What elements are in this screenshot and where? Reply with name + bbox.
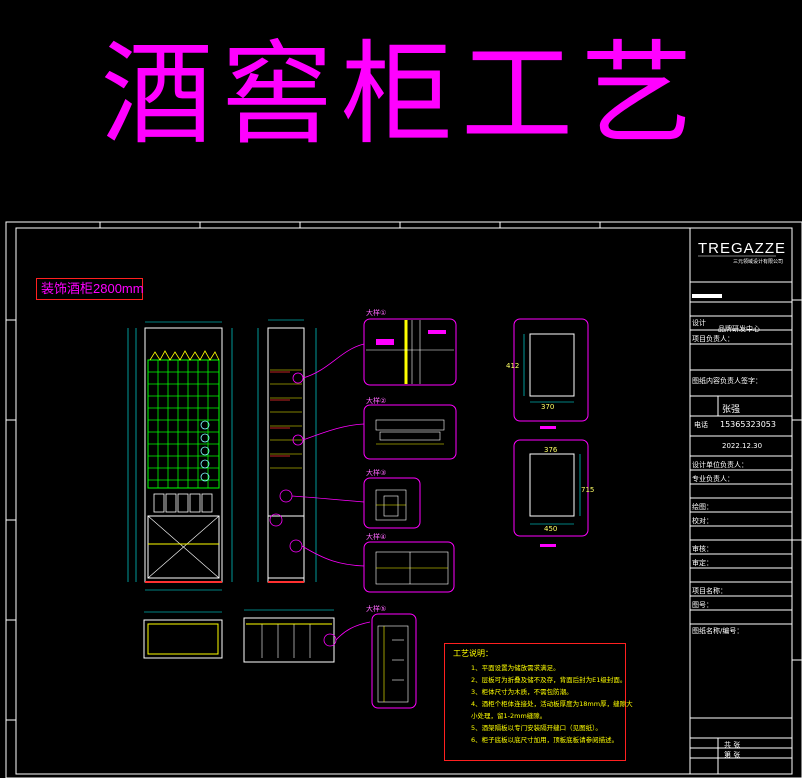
note-line: 1、平面设置为储放需求满足。 <box>471 664 560 672</box>
note-line: 小处理，留1-2mm缝隙。 <box>471 712 547 720</box>
tb-item-a: 项目负责人： <box>692 335 734 343</box>
brand-subtitle: 三元领域设计有限公司 <box>733 259 784 265</box>
tb-row-a: 设计单位负责人： <box>692 461 748 469</box>
side-section <box>257 319 365 583</box>
drawing-label: 装饰酒柜2800mm <box>36 278 144 300</box>
tb-design-center: 品牌研发中心 <box>718 325 760 333</box>
process-notes: 工艺说明： 1、平面设置为储放需求满足。 2、层板可为折叠及储不及存，背面后封为… <box>444 643 633 761</box>
detail-boxes <box>363 318 457 709</box>
detail-1 <box>366 320 454 384</box>
note-line: 3、柜体尺寸为木质，不需包防潮。 <box>471 688 573 696</box>
note-line: 5、酒架隔板以专门安装隔开缝口（见图纸）。 <box>471 724 602 732</box>
detail-label-4: 大样④ <box>366 533 387 541</box>
dim-h3: 715 <box>581 486 595 494</box>
notes-heading: 工艺说明： <box>453 649 493 658</box>
page-title: 酒窖柜工艺 <box>101 30 701 160</box>
tb-phone-label: 电话 <box>694 421 708 429</box>
door-panels <box>513 318 589 547</box>
note-line: 2、层板可为折叠及储不及存，背面后封为E1级封面。 <box>471 676 627 684</box>
detail-3 <box>375 489 407 521</box>
tb-row-d: 校对： <box>692 517 713 525</box>
dim-h2: 412 <box>506 362 520 370</box>
note-line: 6、柜子底板以底尺寸加用，顶板底板请参阅描述。 <box>471 736 619 744</box>
detail-label-2: 大样② <box>366 397 387 405</box>
outer-frame <box>5 221 802 778</box>
inner-frame <box>15 227 793 775</box>
plan-views <box>143 609 371 663</box>
front-elevation <box>127 321 233 591</box>
detail-2 <box>375 419 445 445</box>
tb-phone: 15365323053 <box>720 420 776 429</box>
tb-item-b: 图纸内容负责人签字： <box>692 377 762 385</box>
dim-w2: 370 <box>541 403 555 411</box>
detail-label-3: 大样③ <box>366 469 387 477</box>
tb-row-i: 图纸名称/编号： <box>692 627 744 635</box>
dim-w3: 376 <box>544 446 558 454</box>
tb-date: 2022.12.30 <box>722 442 763 450</box>
tb-row-e: 审核： <box>692 545 713 553</box>
tb-design-group: 设计 <box>692 319 706 327</box>
detail-label-1: 大样① <box>366 309 387 317</box>
tb-row-c: 绘图： <box>692 503 713 511</box>
detail-label-5: 大样⑤ <box>366 605 387 613</box>
tb-row-b: 专业负责人： <box>692 475 734 483</box>
tb-sheet-total: 共 张 <box>724 741 741 749</box>
tb-designer-name: 张强 <box>722 405 741 415</box>
tb-sheet-label: 第 张 <box>724 751 741 759</box>
note-line: 4、酒柜个柜体连接处，活动板厚度为18mm厚，缝隙大 <box>471 700 633 708</box>
dim-w4: 450 <box>544 525 558 533</box>
detail-5 <box>377 625 409 703</box>
detail-4 <box>375 551 449 585</box>
tb-row-g: 项目名称： <box>692 587 727 595</box>
tb-row-f: 审定： <box>692 559 713 567</box>
tb-row-h: 图号： <box>692 601 713 609</box>
brand-logo: TREGAZZE <box>698 240 787 257</box>
